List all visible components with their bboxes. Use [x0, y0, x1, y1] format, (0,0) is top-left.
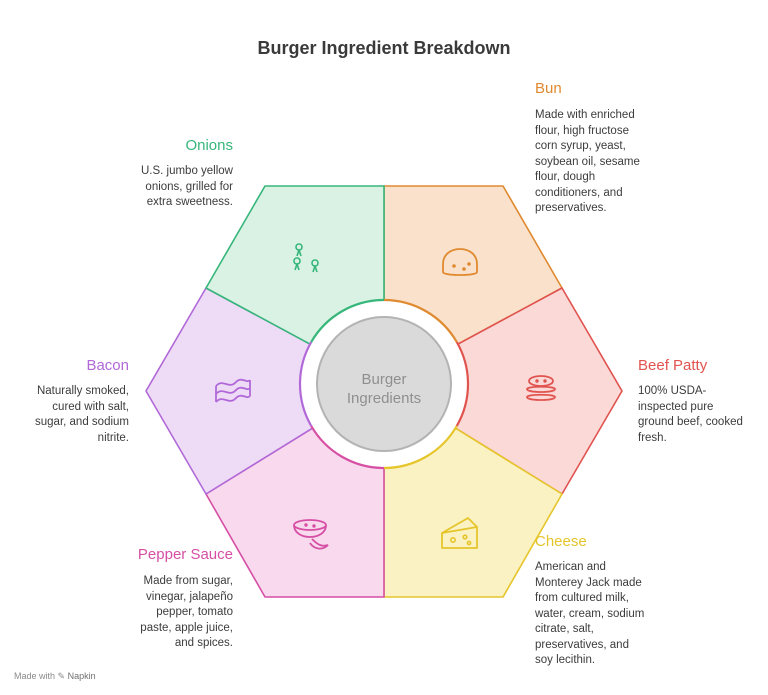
footer-credit: Made with ✎ Napkin [14, 671, 96, 682]
ring-arc-beef-patty [455, 341, 470, 427]
segment-label-cheese: Cheese [535, 533, 587, 550]
center-label: Burger Ingredients [318, 370, 450, 408]
segment-label-onions: Onions [185, 137, 233, 154]
ring-arc-cheese [383, 425, 458, 470]
ring-arc-bacon [298, 341, 313, 427]
segment-label-pepper-sauce: Pepper Sauce [137, 546, 233, 563]
segment-label-bun: Bun [535, 80, 562, 97]
sauce-bowl-icon [293, 519, 329, 550]
segment-label-bacon: Bacon [86, 357, 129, 374]
onions-icon [293, 243, 319, 273]
segment-label-beef-patty: Beef Patty [638, 357, 708, 374]
footer-brand: Napkin [67, 671, 96, 681]
diagram-title: Burger Ingredient Breakdown [257, 38, 511, 58]
center-circle [316, 316, 452, 452]
center-label-line2: Ingredients [346, 390, 422, 407]
ring-arc-pepper-sauce [310, 425, 385, 470]
bun-icon [442, 248, 478, 276]
bacon-icon [215, 378, 251, 403]
segment-desc-bacon: Naturally smoked,cured with salt,sugar, … [35, 385, 129, 444]
ring-arc-onions [310, 298, 385, 343]
napkin-logo-icon: ✎ [57, 671, 66, 681]
footer-prefix: Made with [14, 671, 56, 681]
patty-stack-icon [526, 375, 556, 401]
ring-arc-bun [383, 298, 458, 343]
center-label-line1: Burger [361, 371, 407, 388]
cheese-icon [441, 517, 478, 549]
